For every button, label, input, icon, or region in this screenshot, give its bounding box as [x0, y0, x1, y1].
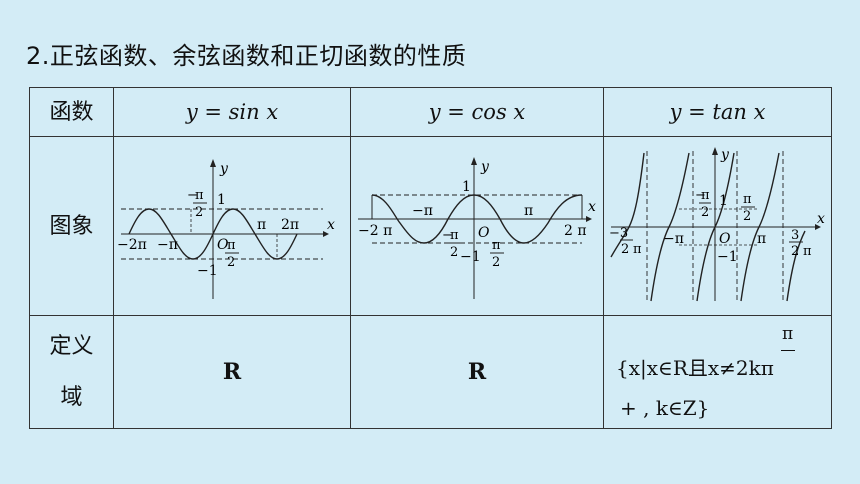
sin-domain-value: R [222, 359, 242, 385]
tan-three-half-den: 2 [791, 244, 799, 259]
domain-label-line2: 域 [60, 385, 83, 410]
tan-branch-4 [609, 152, 645, 258]
tan-y-arrow [711, 147, 718, 155]
sin-two-pi: 2π [281, 217, 299, 233]
sin-neg-one-label: −1 [197, 263, 218, 279]
tan-x-arrow [814, 224, 821, 230]
tan-neg-pi: −π [663, 231, 684, 247]
sin-pi-half-den: 2 [227, 255, 235, 270]
sin-domain-cell: R [113, 315, 351, 429]
sin-x-label: x [327, 217, 335, 233]
tan-pi-half-pi: π [743, 192, 752, 207]
cos-neg-pi: −π [412, 203, 433, 219]
tan-neg-three-half-pi: π [633, 242, 642, 257]
tan-branch-3 [739, 152, 780, 302]
tan-neg-pi-half-pi: π [701, 188, 710, 203]
sin-y-label: y [219, 161, 229, 177]
tan-domain-set-open: {x|x∈R且x≠ [616, 356, 736, 380]
cos-curve [371, 194, 583, 244]
tan-branch-1 [649, 152, 690, 302]
section-title: 2.正弦函数、余弦函数和正切函数的性质 [26, 42, 467, 70]
tan-domain-frac-bar [781, 350, 795, 352]
cos-neg-one-label: −1 [460, 249, 481, 265]
cos-y-label: y [480, 159, 490, 175]
cos-neg-pi-half-sign: − [442, 228, 453, 243]
tan-pi-half-den: 2 [743, 209, 751, 224]
graph-label-cell: 图象 [29, 136, 114, 316]
table-header-row: 函数 y = sin x y = cos x y = tan x [29, 87, 832, 137]
cos-domain-value: R [467, 359, 487, 385]
tan-three-half-pi: π [803, 244, 812, 259]
tan-branch-2 [695, 152, 735, 302]
cos-neg-pi-half-den: 2 [450, 245, 458, 260]
tan-one-label: 1 [719, 193, 728, 209]
header-label-cell: 函数 [29, 87, 114, 137]
cos-pi: π [524, 203, 533, 219]
sin-x-arrow [323, 231, 329, 237]
tan-domain-frac-num: π [782, 324, 794, 344]
sin-pi-half-pi: π [227, 238, 236, 253]
sin-neg-pi-half-den: 2 [195, 205, 203, 220]
cos-domain-cell: R [350, 315, 604, 429]
cos-neg-pi-half-pi: π [450, 228, 459, 243]
tan-neg-three-half-num: −3 [609, 226, 628, 241]
sin-origin-label: O [217, 237, 229, 253]
tan-domain-line1: {x|x∈R且x≠2kπ [616, 352, 774, 381]
tan-three-half-num: 3 [791, 228, 799, 243]
tan-domain-k-pi: 2kπ [735, 356, 774, 380]
tan-domain-cell: π {x|x∈R且x≠2kπ + , k∈Z} [603, 315, 832, 429]
tan-domain-line2: + , k∈Z} [620, 396, 710, 420]
cos-pi-half-den: 2 [492, 255, 500, 270]
cos-two-pi: 2 π [564, 223, 587, 239]
tan-pi: π [757, 231, 766, 247]
cos-y-arrow [471, 157, 477, 165]
sin-neg-pi-half-num: − [187, 188, 198, 203]
sin-y-arrow [210, 159, 216, 167]
sin-graph-cell: y x 1 −1 O −2π −π π 2π − π 2 π 2 [113, 136, 351, 316]
cos-graph-cell: y x 1 −1 O −2 π −π π 2 π − π 2 π 2 [350, 136, 604, 316]
tan-neg-one-label: −1 [717, 249, 738, 265]
sin-graph: y x 1 −1 O −2π −π π 2π − π 2 π 2 [117, 159, 335, 299]
sin-neg-two-pi: −2π [117, 237, 147, 253]
tan-origin-label: O [719, 231, 731, 247]
domain-label-line1: 定义 [49, 334, 94, 359]
cos-origin-label: O [478, 225, 490, 241]
tan-graph-cell: y x 1 −1 O −π π −3 2 π 3 2 π − π 2 π [603, 136, 832, 316]
cos-one-label: 1 [462, 179, 471, 195]
cos-x-label: x [588, 199, 596, 215]
properties-table: 函数 y = sin x y = cos x y = tan x 图象 y x … [29, 87, 832, 429]
header-sin-cell: y = sin x [113, 87, 351, 137]
sin-neg-pi-half-pi: π [195, 188, 204, 203]
header-tan-cell: y = tan x [603, 87, 832, 137]
sin-neg-pi: −π [157, 237, 178, 253]
sin-pi: π [257, 217, 266, 233]
cos-pi-half-pi: π [492, 238, 501, 253]
cos-graph: y x 1 −1 O −2 π −π π 2 π − π 2 π 2 [358, 157, 596, 299]
tan-x-label: x [817, 211, 825, 227]
sin-curve [128, 208, 298, 260]
tan-branch-5 [785, 230, 806, 302]
cos-neg-two-pi: −2 π [358, 223, 392, 239]
cos-x-arrow [586, 216, 592, 222]
graph-row: 图象 y x 1 −1 O −2π −π π 2π − [29, 136, 832, 316]
tan-graph: y x 1 −1 O −π π −3 2 π 3 2 π − π 2 π [609, 147, 825, 303]
tan-neg-pi-half-den: 2 [701, 205, 709, 220]
domain-label-cell: 定义 域 [29, 315, 114, 429]
domain-row: 定义 域 R R π {x|x∈R且x≠2kπ + , k∈Z} [29, 315, 832, 429]
header-cos-cell: y = cos x [350, 87, 604, 137]
tan-y-label: y [720, 147, 730, 163]
tan-neg-pi-half-sign: − [695, 188, 706, 203]
sin-one-label: 1 [217, 192, 226, 208]
tan-neg-three-half-den: 2 [621, 242, 629, 257]
